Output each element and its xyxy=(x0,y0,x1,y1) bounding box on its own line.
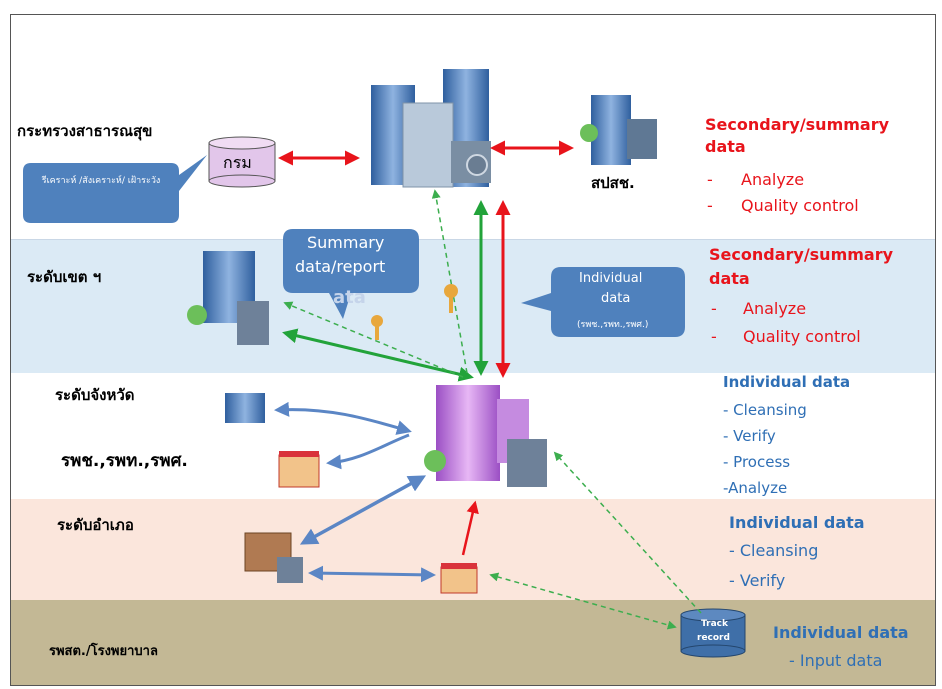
nhso-building-icon xyxy=(580,95,657,165)
region-note-item2: Quality control xyxy=(743,327,861,346)
ministry-note-dash1: - xyxy=(707,170,713,189)
dashed-province-ministry xyxy=(431,189,468,374)
department-db-icon xyxy=(208,136,276,188)
region-note-item1: Analyze xyxy=(743,299,807,318)
level-province-label: ระดับจังหวัด xyxy=(55,386,135,404)
nhso-label: สปสช. xyxy=(591,174,635,192)
ministry-note-dash2: - xyxy=(707,196,713,215)
arrow-hospital-province-2 xyxy=(326,433,410,470)
diagram-frame: กระทรวงสาธารณสุข ระดับเขต ฯ ระดับจังหวัด… xyxy=(10,14,936,686)
callout-individual xyxy=(521,267,685,337)
callout-individual-line2: data xyxy=(601,291,631,306)
ministry-note-item2: Quality control xyxy=(741,196,859,215)
key-icon xyxy=(371,284,458,340)
callout-left-top-text: รีเคราะห์ /สังเคราะห์/ เฝ้าระวัง xyxy=(41,176,161,186)
region-note-dash1: - xyxy=(711,299,717,318)
district-note-item1: - Cleansing xyxy=(729,541,819,560)
region-note-dash2: - xyxy=(711,327,717,346)
callout-individual-line3: (รพช.,รพท.,รพศ.) xyxy=(577,320,649,330)
province-note-item1: - Cleansing xyxy=(723,401,807,419)
province-note-item2: - Verify xyxy=(723,427,776,445)
region-note-title2: data xyxy=(709,269,750,288)
arrow-district-province-blue xyxy=(299,475,427,545)
arrow-district-province xyxy=(461,500,479,556)
track-record-label-2: record xyxy=(697,633,730,643)
province-note-item4: -Analyze xyxy=(723,479,788,497)
district-building-icon xyxy=(244,532,478,594)
subdistrict-note-title: Individual data xyxy=(773,623,909,642)
region-note-title1: Secondary/summary xyxy=(709,245,894,264)
ministry-note-title2: data xyxy=(705,137,746,156)
arrow-region-province xyxy=(282,328,474,382)
level-district-label: ระดับอำเภอ xyxy=(57,516,134,534)
region-building-icon xyxy=(187,251,269,345)
diagram-graphics xyxy=(23,69,746,658)
department-db-label: กรม xyxy=(223,153,252,172)
ministry-building-icon xyxy=(371,69,491,188)
callout-watermark: ata xyxy=(333,287,366,308)
callout-summary xyxy=(283,229,419,319)
level-ministry-label: กระทรวงสาธารณสุข xyxy=(17,122,153,140)
province-note-title: Individual data xyxy=(723,373,851,391)
callout-summary-line1: Summary xyxy=(307,233,385,252)
level-hospitals-label: รพช.,รพท.,รพศ. xyxy=(61,451,188,471)
ministry-note-title1: Secondary/summary xyxy=(705,115,890,134)
hospital-building-icon xyxy=(225,393,320,488)
dashed-track-district xyxy=(489,572,677,630)
ministry-note-item1: Analyze xyxy=(741,170,805,189)
dashed-track-province xyxy=(553,451,702,614)
district-note-item2: - Verify xyxy=(729,571,786,590)
level-region-label: ระดับเขต ฯ xyxy=(27,268,102,286)
arrow-district-subdistrict xyxy=(308,565,436,583)
track-record-label-1: Track xyxy=(701,619,728,629)
callout-individual-line1: Individual xyxy=(579,271,643,286)
province-building-icon xyxy=(424,385,547,487)
track-record-db-icon xyxy=(680,608,746,658)
province-note-item3: - Process xyxy=(723,453,791,471)
callout-left-top xyxy=(23,155,207,223)
callout-summary-line2: data/report xyxy=(295,257,386,276)
band-subdistrict xyxy=(11,600,935,685)
subdistrict-note-item1: - Input data xyxy=(789,651,883,670)
arrow-hospital-province-1 xyxy=(274,401,412,435)
district-note-title: Individual data xyxy=(729,513,865,532)
level-subdistrict-label: รพสต./โรงพยาบาล xyxy=(49,644,158,659)
